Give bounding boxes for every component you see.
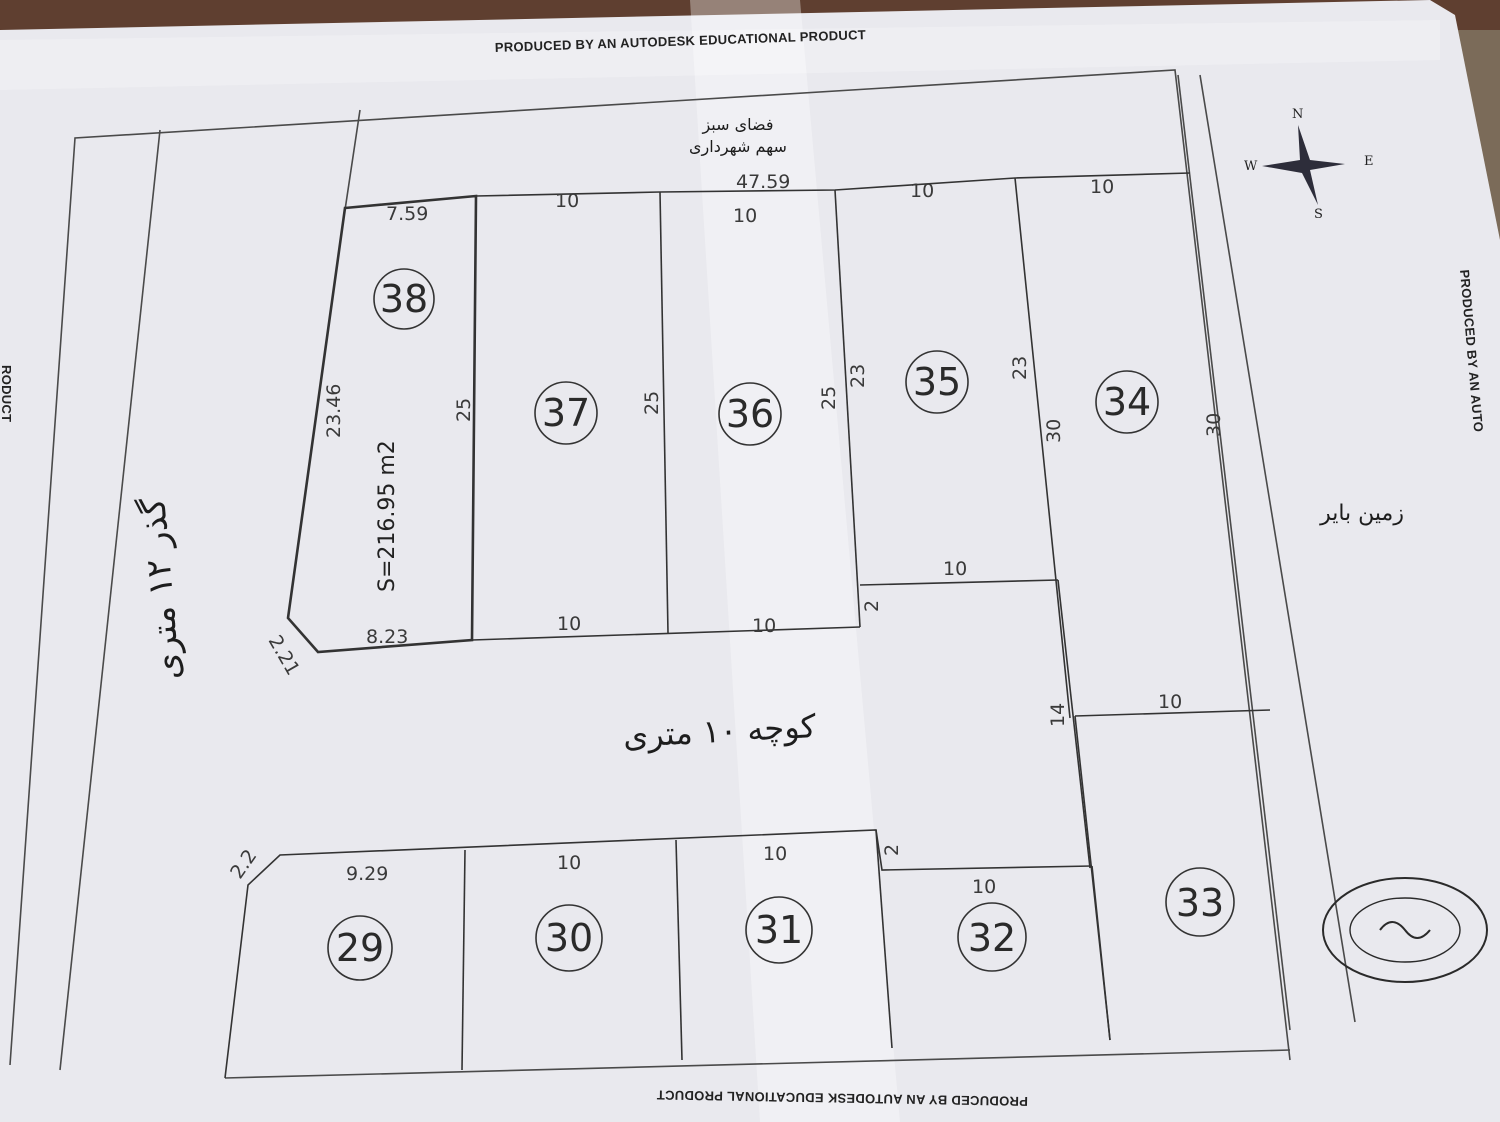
dim-lot30-top: 10 bbox=[557, 852, 581, 874]
dim-lot36-right: 25 bbox=[818, 386, 840, 410]
lot-36-circle bbox=[718, 382, 782, 446]
lot-30-31-divider bbox=[675, 839, 683, 1061]
plastic-top-glare bbox=[0, 20, 1440, 90]
dim-lot31-top: 10 bbox=[763, 843, 787, 865]
compass-rose: N E S W bbox=[1244, 107, 1374, 222]
lot-33-number: 33 bbox=[1176, 881, 1224, 925]
dim-lot36-top: 10 bbox=[733, 205, 757, 227]
lot-38-number: 38 bbox=[380, 277, 428, 321]
lot-34-circle bbox=[1095, 370, 1159, 434]
lot-31-32-divider bbox=[875, 829, 893, 1049]
dim-lot37-right: 25 bbox=[641, 391, 663, 415]
dim-lot35-bottom: 10 bbox=[943, 558, 967, 580]
lower-lots bbox=[224, 829, 1111, 1079]
right-road-edge-2 bbox=[1199, 74, 1356, 1023]
green-space-label: فضای سبز bbox=[701, 115, 773, 135]
dim-lot35-right: 23 bbox=[1009, 356, 1031, 380]
lot-35-bottom bbox=[859, 579, 1059, 586]
dim-gap-2-upper: 2 bbox=[861, 600, 883, 612]
banner-bottom: PRODUCED BY AN AUTODESK EDUCATIONAL PROD… bbox=[656, 1088, 1028, 1109]
barren-land-label: زمین بایر bbox=[1319, 501, 1404, 526]
lot-38-circle bbox=[373, 268, 435, 330]
stamp-inner-ring bbox=[1349, 897, 1461, 963]
lot-number-circles: 38 37 36 35 34 33 32 31 30 29 bbox=[327, 268, 1235, 981]
lot-37-36-bottom bbox=[471, 626, 861, 641]
dim-lot37-bottom: 10 bbox=[557, 613, 581, 635]
lot-37-left bbox=[471, 195, 477, 641]
lot-29-30-divider bbox=[461, 849, 466, 1071]
lot-29-circle bbox=[327, 915, 393, 981]
lot-38-outline bbox=[286, 194, 478, 654]
lot-30-number: 30 bbox=[545, 916, 593, 960]
lot-30-circle bbox=[535, 904, 603, 972]
municipality-share-label: سهم شهرداری bbox=[689, 137, 787, 157]
outer-boundary-line bbox=[9, 69, 1291, 1066]
dim-lot34-right: 30 bbox=[1203, 413, 1225, 437]
dim-gap-14: 14 bbox=[1047, 703, 1069, 727]
compass-n: N bbox=[1292, 107, 1303, 122]
main-road-edge bbox=[59, 129, 161, 1071]
dim-top-total: 47.59 bbox=[736, 171, 790, 193]
lot-31-number: 31 bbox=[755, 908, 803, 952]
site-boundaries bbox=[9, 69, 1356, 1079]
dim-lot34-top: 10 bbox=[1090, 176, 1114, 198]
dim-lot38-top: 7.59 bbox=[386, 203, 428, 225]
lot-38-area-note: S=216.95 m2 bbox=[375, 440, 400, 592]
lot-32-circle bbox=[957, 902, 1027, 972]
dim-lot33-top: 10 bbox=[1158, 691, 1182, 713]
lot-37-36-divider bbox=[659, 191, 669, 634]
compass-s: S bbox=[1314, 207, 1323, 222]
bottom-boundary bbox=[224, 1049, 1291, 1079]
dim-lot38-bottom: 8.23 bbox=[366, 626, 408, 648]
lot-32-33-divider bbox=[1091, 865, 1111, 1041]
right-road-edge-1 bbox=[1177, 74, 1291, 1031]
stamp-emblem bbox=[1379, 921, 1431, 939]
plastic-glare bbox=[690, 0, 900, 1122]
dim-lot35-left: 23 bbox=[847, 364, 869, 388]
lot-34-number: 34 bbox=[1103, 380, 1151, 424]
lot-37-number: 37 bbox=[542, 391, 590, 435]
dim-lot29-top: 9.29 bbox=[346, 863, 388, 885]
lot-33-left-edge bbox=[1057, 579, 1091, 869]
official-stamp bbox=[1322, 877, 1488, 983]
dim-lot37-top: 10 bbox=[555, 190, 579, 212]
lot-34-bottom bbox=[1074, 709, 1271, 717]
stamp-outer-ring bbox=[1322, 877, 1488, 983]
lot-32-number: 32 bbox=[968, 916, 1016, 960]
upper-lots bbox=[286, 172, 1271, 1041]
lot-36-35-divider bbox=[834, 189, 861, 628]
dim-lot38-left: 23.46 bbox=[323, 384, 345, 438]
green-space-left-edge bbox=[344, 109, 361, 211]
compass-e: E bbox=[1364, 154, 1374, 169]
lot-35-34-divider bbox=[1014, 177, 1071, 719]
dim-lot34-left: 30 bbox=[1043, 419, 1065, 443]
dim-gap-2-lower: 2 bbox=[881, 844, 903, 856]
dim-lot35-top: 10 bbox=[910, 180, 934, 202]
banner-left: RODUCT bbox=[0, 365, 14, 422]
lot-35-circle bbox=[905, 350, 969, 414]
lot-29-number: 29 bbox=[336, 926, 384, 970]
compass-star bbox=[1262, 125, 1345, 205]
lot-36-number: 36 bbox=[726, 392, 774, 436]
lot-33-circle bbox=[1165, 867, 1235, 937]
dim-lot38-right: 25 bbox=[453, 398, 475, 422]
lot-31-circle bbox=[745, 896, 813, 964]
dim-lot36-bottom: 10 bbox=[752, 615, 776, 637]
lot-35-number: 35 bbox=[913, 360, 961, 404]
compass-w: W bbox=[1244, 159, 1258, 174]
dim-lot32-top: 10 bbox=[972, 876, 996, 898]
lot-37-circle bbox=[534, 381, 598, 445]
lower-lots-top bbox=[224, 829, 1093, 1079]
